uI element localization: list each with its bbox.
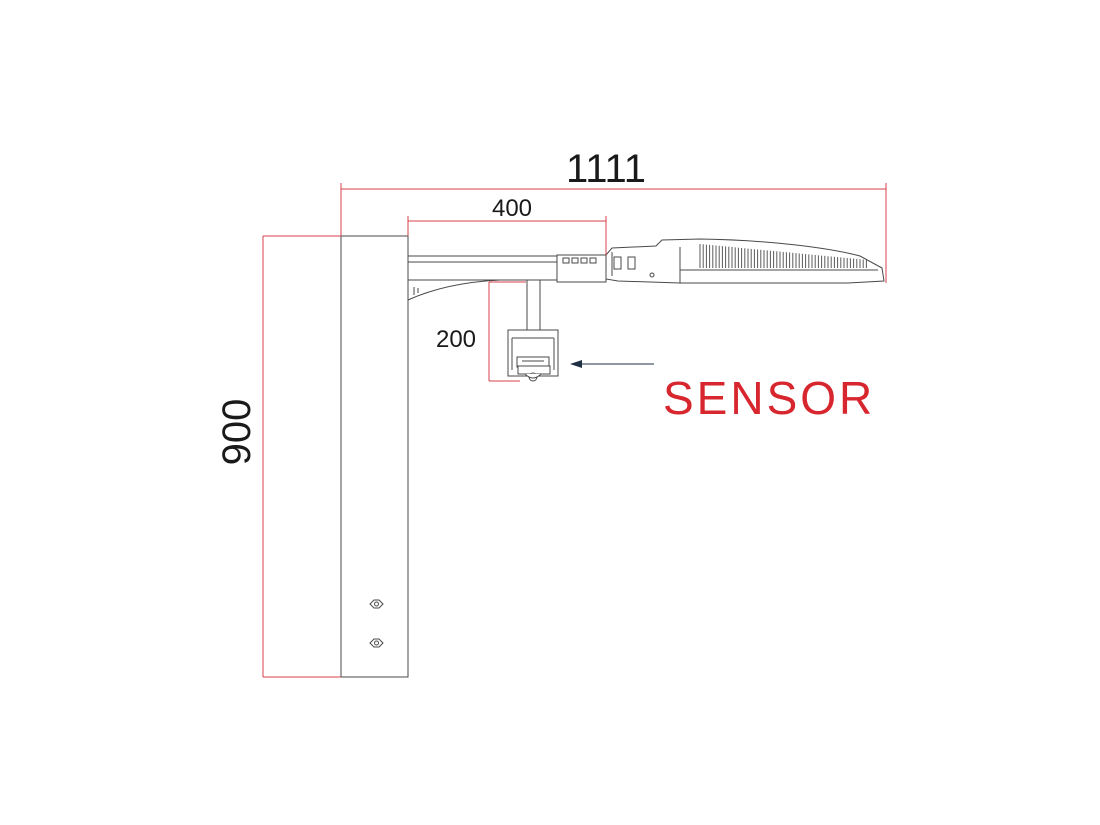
luminaire-cooling-fins: [699, 244, 867, 268]
sensor-head: [517, 365, 551, 382]
dimension-sensor-drop: [488, 281, 526, 382]
pole-bolt-lower: [369, 638, 384, 648]
dimension-arm-length: [407, 216, 607, 255]
pole: [340, 235, 409, 678]
dimension-overall-width-label: 1111: [566, 147, 646, 191]
dimension-overall-width: [340, 183, 887, 283]
dimension-pole-height: [262, 235, 341, 678]
pole-bolt-upper: [369, 599, 384, 609]
sensor-callout-label: SENSOR: [663, 372, 875, 424]
luminaire-mount: [556, 254, 607, 283]
sensor-bracket: [507, 279, 559, 377]
sensor-callout-arrow: [570, 360, 654, 368]
dimension-pole-height-label: 900: [215, 399, 259, 466]
dimension-sensor-drop-label: 200: [436, 326, 476, 353]
arm: [407, 255, 557, 301]
dimension-arm-length-label: 400: [492, 195, 532, 222]
